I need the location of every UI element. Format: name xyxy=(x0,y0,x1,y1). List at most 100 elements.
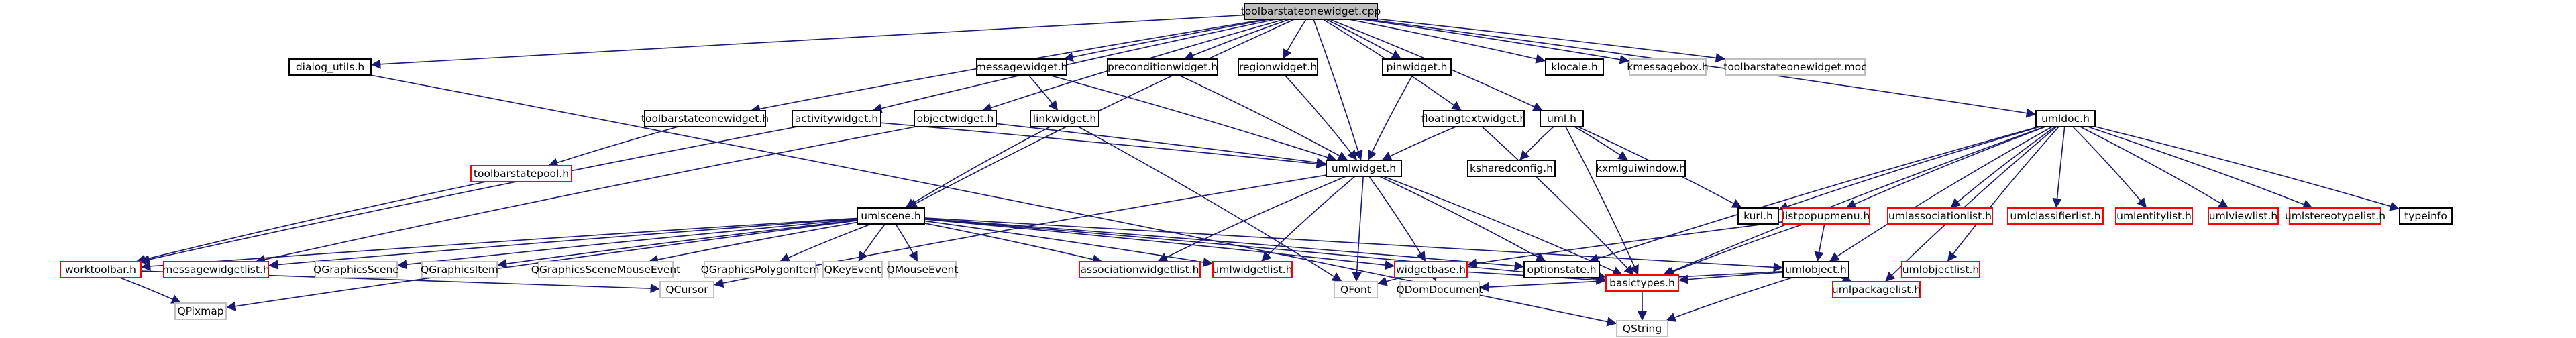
include-edge-umldoc_h-to-umlstereotypelist_h xyxy=(2088,126,2314,209)
include-edge-activitywidget_h-to-umlwidget_h xyxy=(880,122,1327,169)
node-label: umlentitylist.h xyxy=(2116,210,2192,222)
node-box xyxy=(470,165,572,182)
include-edge-pinwidget_h-to-umlwidget_h xyxy=(1367,74,1413,161)
node-label: umlwidget.h xyxy=(1332,162,1396,174)
node-QCursor: QCursor xyxy=(659,281,714,298)
include-edge-umldoc_h-to-optionstate_h xyxy=(1588,126,2039,264)
node-regionwidget-h[interactable]: regionwidget.h xyxy=(1238,58,1318,76)
node-box xyxy=(2208,207,2279,225)
node-umlstereotypelist-h[interactable]: umlstereotypelist.h xyxy=(2285,207,2385,225)
node-toolbarstatepool-h[interactable]: toolbarstatepool.h xyxy=(470,165,572,182)
node-label: QFont xyxy=(1340,284,1371,296)
node-toolbarstateonewidget-moc: toolbarstateonewidget.moc xyxy=(1723,58,1867,76)
node-box xyxy=(288,58,372,76)
include-edge-toolbarstateonewidget_cpp-to-kmessagebox_h xyxy=(1362,19,1630,64)
node-activitywidget-h[interactable]: activitywidget.h xyxy=(792,110,881,127)
node-widgetbase-h[interactable]: widgetbase.h xyxy=(1394,261,1468,278)
node-umlobject-h[interactable]: umlobject.h xyxy=(1782,261,1849,278)
node-klocale-h[interactable]: klocale.h xyxy=(1545,58,1604,76)
node-messagewidgetlist-h[interactable]: messagewidgetlist.h xyxy=(162,261,270,278)
node-box xyxy=(1782,207,1870,225)
include-edge-umlwidget_h-to-umlwidgetlist_h xyxy=(1260,176,1356,262)
include-edge-activitywidget_h-to-worktoolbar_h xyxy=(140,126,798,264)
node-dialog-utils-h[interactable]: dialog_utils.h xyxy=(288,58,372,76)
include-edge-umldoc_h-to-typeinfo xyxy=(2094,126,2400,211)
include-edge-widgetbase_h-to-QFont xyxy=(1377,276,1401,286)
node-umlwidgetlist-h[interactable]: umlwidgetlist.h xyxy=(1212,261,1293,278)
node-label: QString xyxy=(1623,323,1662,335)
include-edge-umldoc_h-to-umlentitylist_h xyxy=(2072,126,2147,209)
node-QPixmap: QPixmap xyxy=(174,302,227,320)
node-label: floatingtextwidget.h xyxy=(1421,113,1526,125)
node-worktoolbar-h[interactable]: worktoolbar.h xyxy=(60,261,142,278)
include-edge-objectwidget_h-to-messagewidgetlist_h xyxy=(255,126,916,264)
node-box xyxy=(421,261,498,278)
include-edge-toolbarstateonewidget_cpp-to-regionwidget_h xyxy=(1282,19,1307,60)
node-box xyxy=(1629,58,1707,76)
node-umlscene-h[interactable]: umlscene.h xyxy=(857,207,925,225)
include-edge-umlscene_h-to-QGraphicsScene xyxy=(396,219,858,270)
node-umlclassifierlist-h[interactable]: umlclassifierlist.h xyxy=(2007,207,2104,225)
node-basictypes-h[interactable]: basictypes.h xyxy=(1605,274,1679,292)
node-box xyxy=(538,261,674,278)
node-label: worktoolbar.h xyxy=(65,264,136,276)
include-edge-optionstate_h-to-basictypes_h xyxy=(1595,270,1607,280)
node-umlassociationlist-h[interactable]: umlassociationlist.h xyxy=(1887,207,1993,225)
node-label: dialog_utils.h xyxy=(296,61,364,74)
node-messagewidget-h[interactable]: messagewidget.h xyxy=(976,58,1068,76)
node-kxmlguiwindow-h[interactable]: kxmlguiwindow.h xyxy=(1596,160,1686,177)
node-uml-h[interactable]: uml.h xyxy=(1540,110,1584,127)
node-box xyxy=(1467,160,1556,177)
node-pinwidget-h[interactable]: pinwidget.h xyxy=(1382,58,1452,76)
node-umldoc-h[interactable]: umldoc.h xyxy=(2035,110,2096,127)
node-box xyxy=(60,261,142,278)
node-label: listpopupmenu.h xyxy=(1782,210,1870,222)
node-kurl-h[interactable]: kurl.h xyxy=(1737,207,1779,225)
node-umlentitylist-h[interactable]: umlentitylist.h xyxy=(2115,207,2193,225)
include-edge-umlscene_h-to-widgetbase_h xyxy=(924,219,1395,270)
node-objectwidget-h[interactable]: objectwidget.h xyxy=(914,110,997,127)
node-QGraphicsScene: QGraphicsScene xyxy=(313,261,399,278)
node-typeinfo[interactable]: typeinfo xyxy=(2399,207,2453,225)
node-umlwidget-h[interactable]: umlwidget.h xyxy=(1326,160,1402,177)
node-box xyxy=(1832,281,1921,298)
node-toolbarstateonewidget-h[interactable]: toolbarstateonewidget.h xyxy=(641,110,769,127)
node-linkwidget-h[interactable]: linkwidget.h xyxy=(1030,110,1099,127)
node-umlviewlist-h[interactable]: umlviewlist.h xyxy=(2208,207,2279,225)
node-associationwidgetlist-h[interactable]: associationwidgetlist.h xyxy=(1079,261,1201,278)
node-label: toolbarstatepool.h xyxy=(474,168,569,180)
node-umlpackagelist-h[interactable]: umlpackagelist.h xyxy=(1832,281,1921,298)
include-edge-umlscene_h-to-umlwidgetlist_h xyxy=(924,220,1214,268)
include-edge-toolbarstateonewidget_cpp-to-umldoc_h xyxy=(1367,19,2037,118)
include-edge-toolbarstateonewidget_cpp-to-klocale_h xyxy=(1348,19,1546,64)
node-ksharedconfig-h[interactable]: ksharedconfig.h xyxy=(1467,160,1556,177)
include-edge-umlscene_h-to-QGraphicsPolygonItem xyxy=(779,223,872,262)
node-label: umlpackagelist.h xyxy=(1832,284,1921,296)
node-umlobjectlist-h[interactable]: umlobjectlist.h xyxy=(1901,261,1980,278)
node-box xyxy=(822,261,883,278)
node-optionstate-h[interactable]: optionstate.h xyxy=(1523,261,1600,278)
node-floatingtextwidget-h[interactable]: floatingtextwidget.h xyxy=(1421,110,1526,127)
node-box xyxy=(704,261,816,278)
node-box xyxy=(1540,110,1584,127)
include-edge-umldoc_h-to-listpopupmenu_h xyxy=(1845,126,2046,209)
node-label: QGraphicsItem xyxy=(421,264,498,276)
include-edge-regionwidget_h-to-umlwidget_h xyxy=(1284,74,1358,161)
node-box xyxy=(2035,110,2096,127)
node-preconditionwidget-h[interactable]: preconditionwidget.h xyxy=(1107,58,1218,76)
include-edge-umldoc_h-to-kurl_h xyxy=(1778,126,2041,211)
node-label: typeinfo xyxy=(2404,210,2447,222)
node-box xyxy=(1107,58,1218,76)
node-label: QMouseEvent xyxy=(887,264,959,276)
include-edge-umldoc_h-to-umlpackagelist_h xyxy=(1884,126,2057,282)
node-label: pinwidget.h xyxy=(1387,61,1448,73)
node-label: QKeyEvent xyxy=(824,264,881,276)
node-label: optionstate.h xyxy=(1527,264,1596,276)
include-edge-toolbarstateonewidget_h-to-toolbarstatepool_h xyxy=(547,126,679,168)
include-edge-messagewidget_h-to-linkwidget_h xyxy=(1028,74,1059,111)
node-box xyxy=(315,261,398,278)
node-toolbarstateonewidget-cpp[interactable]: toolbarstateonewidget.cpp xyxy=(1241,3,1381,20)
include-edge-messagewidget_h-to-umlwidget_h xyxy=(1049,74,1337,162)
node-listpopupmenu-h[interactable]: listpopupmenu.h xyxy=(1782,207,1870,225)
node-label: linkwidget.h xyxy=(1033,113,1096,125)
